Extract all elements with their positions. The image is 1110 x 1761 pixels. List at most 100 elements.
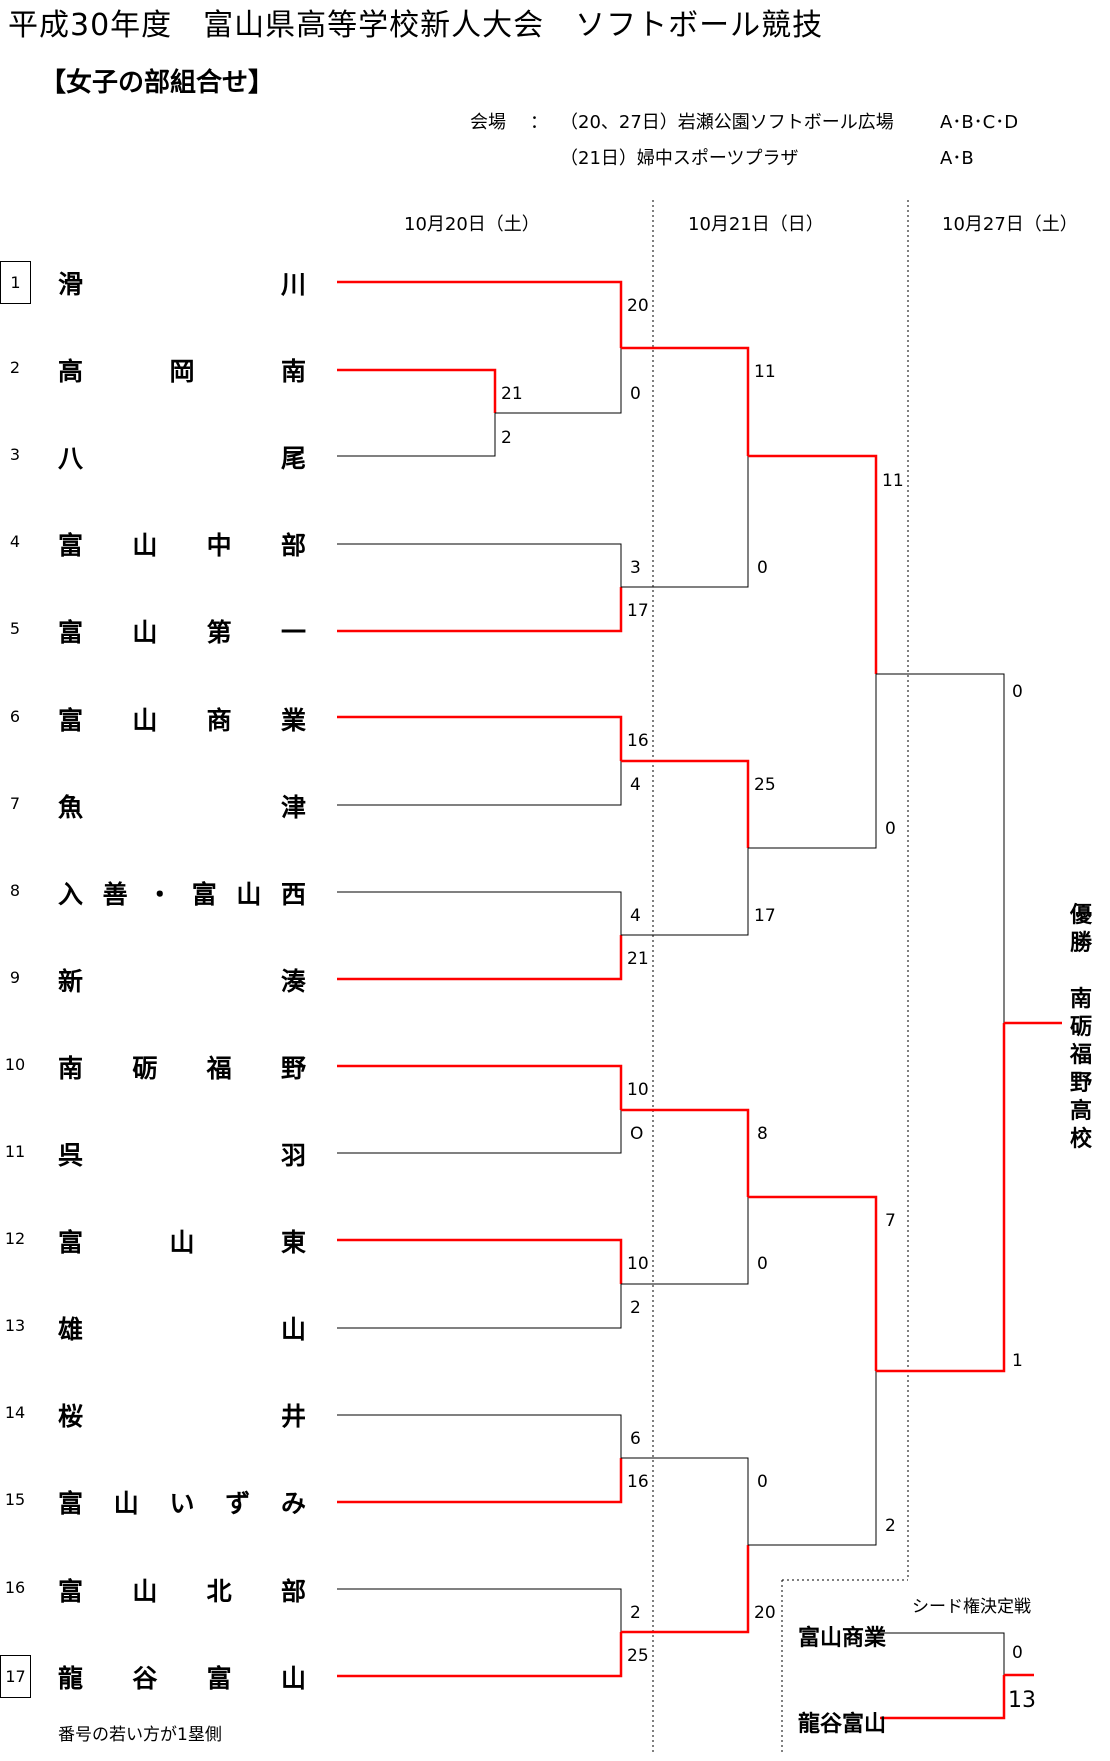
team-name: 滑川 [58, 265, 306, 301]
team-name-char: 湊 [280, 966, 306, 996]
team-name-char: 尾 [280, 444, 306, 474]
team-number: 7 [9, 793, 21, 813]
team-number: 6 [9, 706, 21, 726]
team-name: 雄山 [58, 1310, 306, 1346]
seed-playoff-title: シード権決定戦 [912, 1597, 1031, 1617]
team-name: 富山東 [58, 1223, 306, 1259]
score-r2-d-top: 0 [757, 1472, 768, 1492]
venue-line1-days: （20、27日）岩瀬公園ソフトボール広場 [560, 112, 894, 133]
team-name: 新湊 [58, 962, 306, 998]
score-r1-team9: 21 [627, 949, 649, 969]
score-r1-team15: 16 [627, 1472, 649, 1492]
team-name-char: 富 [58, 531, 84, 561]
score-r1-team6: 16 [627, 731, 649, 751]
champion-team-char: 野 [1069, 1071, 1092, 1096]
team-name-char: 富 [58, 1228, 84, 1258]
team-name-char: み [280, 1489, 306, 1519]
team-name-char: 新 [58, 966, 84, 996]
footnote: 番号の若い方が1塁側 [58, 1725, 222, 1745]
team-name-char: 津 [280, 792, 306, 822]
team-name-char: い [169, 1489, 195, 1519]
score-r2-c-bottom: 0 [757, 1254, 768, 1274]
score-r1-team10: 10 [627, 1080, 649, 1100]
score-r1-team2: 21 [501, 384, 523, 404]
score-r1-team12: 10 [627, 1254, 649, 1274]
team-number: 13 [4, 1316, 26, 1336]
date-round1: 10月20日（土） [404, 214, 540, 235]
team-name-char: 岡 [169, 357, 195, 387]
team-name: 魚津 [58, 788, 306, 824]
score-r1-team17: 25 [627, 1646, 649, 1666]
team-name: 富山商業 [58, 701, 306, 737]
team-number: 2 [9, 358, 21, 378]
team-name-char: ず [225, 1489, 251, 1519]
section-subtitle: 【女子の部組合せ】 [40, 68, 275, 98]
team-name-char: 羽 [280, 1141, 306, 1170]
champion-label-char: 優 [1069, 903, 1092, 928]
team-name-char: 呉 [58, 1141, 84, 1170]
team-name-char: 一 [280, 618, 306, 648]
date-round3: 10月27日（土） [942, 214, 1078, 235]
team-name-char: 富 [58, 705, 84, 735]
team-name-char: 部 [280, 1576, 306, 1606]
team-name: 八尾 [58, 439, 306, 475]
score-sf-bottom-loser: 2 [885, 1516, 896, 1536]
team-name-char: 福 [206, 1053, 232, 1083]
score-r1-team14: 6 [630, 1429, 641, 1449]
score-r1-team11: O [630, 1124, 644, 1144]
team-name-char: 東 [280, 1228, 306, 1258]
venue-line2-courts: A･B [940, 148, 974, 169]
team-name-char: 山 [132, 1576, 158, 1606]
score-r1-team2-3-winner: 0 [630, 384, 641, 404]
team-name-char: 野 [280, 1053, 306, 1083]
team-name: 呉羽 [58, 1136, 306, 1172]
team-name-char: 商 [206, 705, 232, 735]
team-name-char: 谷 [132, 1663, 158, 1693]
page-title: 平成30年度 富山県高等学校新人大会 ソフトボール競技 [8, 8, 824, 43]
score-r1-team16: 2 [630, 1603, 641, 1623]
team-name: 富山いずみ [58, 1484, 306, 1520]
team-name-char: 高 [58, 357, 84, 387]
team-name-char: 砺 [132, 1053, 158, 1083]
team-number: 11 [4, 1142, 26, 1161]
team-name-char: 山 [280, 1315, 306, 1345]
team-name: 富山北部 [58, 1572, 306, 1608]
champion-team-char: 高 [1069, 1099, 1092, 1124]
team-name-char: 富 [191, 879, 217, 909]
score-r2-c-top: 8 [757, 1124, 768, 1144]
champion-team-char: 砺 [1069, 1015, 1092, 1040]
team-name: 入善・富山西 [58, 875, 306, 911]
date-round2: 10月21日（日） [688, 214, 824, 235]
score-final-top: 0 [1012, 682, 1023, 702]
team-name-char: 滑 [58, 270, 84, 299]
score-r2-b-bottom: 17 [754, 906, 776, 926]
team-name: 高岡南 [58, 352, 306, 388]
champion-team: 南 砺 福 野 高 校 [1068, 986, 1094, 1154]
score-r1-team1: 20 [627, 296, 649, 316]
team-number: 8 [9, 880, 21, 900]
team-name-char: ・ [147, 879, 173, 909]
score-r1-team3: 2 [501, 428, 512, 448]
team-number: 12 [4, 1229, 26, 1249]
team-name-char: 入 [58, 879, 84, 909]
champion-team-char: 南 [1069, 987, 1092, 1012]
team-name-char: 富 [58, 618, 84, 648]
team-number: 1 [0, 261, 31, 304]
venue-label: 会場 [470, 112, 506, 133]
team-name-char: 山 [132, 531, 158, 561]
team-name-char: 西 [280, 879, 306, 909]
champion-label: 優 勝 [1068, 902, 1094, 958]
team-number: 4 [9, 532, 21, 552]
team-name-char: 富 [58, 1489, 84, 1519]
team-name-char: 南 [58, 1053, 84, 1083]
score-final-bottom: 1 [1012, 1351, 1023, 1371]
score-r2-d-bottom: 20 [754, 1603, 776, 1623]
score-sf-top-winner: 11 [882, 471, 904, 491]
team-name-char: 魚 [58, 792, 84, 822]
team-name-char: 北 [206, 1576, 232, 1606]
score-r2-a-bottom: 0 [757, 558, 768, 578]
team-number: 16 [4, 1577, 26, 1597]
score-r2-b-top: 25 [754, 775, 776, 795]
team-name-char: 第 [206, 618, 232, 648]
